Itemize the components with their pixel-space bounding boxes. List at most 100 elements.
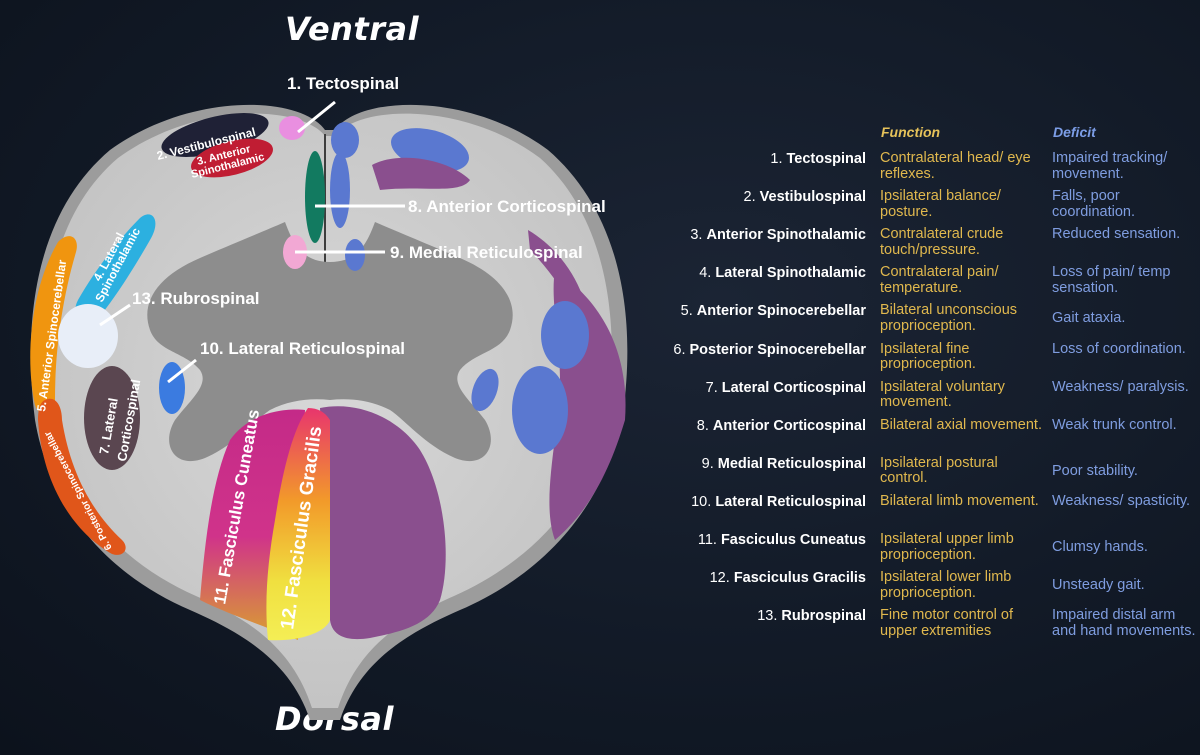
tract-deficit: Clumsy hands. — [1052, 539, 1148, 555]
tract-label: Lateral Reticulospinal — [715, 493, 866, 510]
tract-function: Bilateral axial movement. — [880, 416, 1042, 433]
tract-number: 1. — [770, 151, 783, 167]
tract-name: 5. Anterior Spinocerebellar — [681, 303, 866, 319]
pointer-lines — [99, 100, 405, 384]
label-medial-reticulospinal: 9. Medial Reticulospinal — [390, 243, 583, 262]
tract-deficit: Gait ataxia. — [1052, 310, 1126, 327]
tract-label: Anterior Spinothalamic — [706, 227, 866, 244]
label-anterior-corticospinal: 8. Anterior Corticospinal — [408, 197, 606, 216]
tract-function: Ipsilateral balance/ posture. — [880, 188, 1001, 220]
left-side-tracts — [30, 113, 325, 555]
legend-row: 2. Vestibulospinal Ipsilateral balance/ p… — [640, 188, 1200, 227]
tectospinal-tract — [279, 116, 305, 140]
rubrospinal-tract — [58, 304, 118, 368]
legend-row: 10. Lateral Reticulospinal Bilateral limb… — [640, 492, 1200, 532]
tract-label: Medial Reticulospinal — [717, 455, 866, 472]
tract-name: 8. Anterior Corticospinal — [697, 418, 866, 434]
tract-label: Lateral Spinothalamic — [715, 265, 866, 282]
dorsal-column-right — [320, 406, 446, 640]
tract-label: Fasciculus Gracilis — [733, 570, 866, 587]
deficit-column-header: Deficit — [1053, 124, 1096, 140]
ventral-heading: Ventral — [285, 10, 420, 48]
tract-function: Contralateral head/ eye reflexes. — [880, 150, 1031, 182]
tract-function: Bilateral unconscious proprioception. — [880, 302, 1018, 334]
anterior-spinocerebellar-tract — [30, 236, 77, 415]
tract-name: 10. Lateral Reticulospinal — [691, 494, 866, 510]
legend-row: 13. Rubrospinal Fine motor control of upp… — [640, 607, 1200, 646]
tract-deficit: Impaired tracking/ movement. — [1052, 150, 1168, 182]
legend-row: 3. Anterior Spinothalamic Contralateral c… — [640, 226, 1200, 265]
tract-deficit: Falls, poor coordination. — [1052, 188, 1136, 220]
tract-function: Bilateral limb movement. — [880, 492, 1039, 509]
legend-row: 5. Anterior Spinocerebellar Bilateral unc… — [640, 303, 1200, 341]
tract-number: 2. — [743, 189, 756, 206]
tract-deficit: Reduced sensation. — [1052, 226, 1181, 243]
right-side-tracts — [330, 122, 626, 540]
tract-function: Ipsilateral fine proprioception. — [880, 340, 976, 372]
tract-number: 3. — [690, 227, 703, 244]
tract-label: Rubrospinal — [781, 608, 866, 625]
tract-label: Posterior Spinocerebellar — [689, 341, 866, 358]
legend-row: 7. Lateral Corticospinal Ipsilateral volu… — [640, 378, 1200, 418]
tract-number: 4. — [699, 265, 712, 282]
tract-label: Fasciculus Cuneatus — [720, 532, 866, 548]
lateral-spinothalamic-tract — [75, 214, 156, 325]
tract-function: Ipsilateral lower limb proprioception. — [880, 569, 1012, 601]
legend-row: 4. Lateral Spinothalamic Contralateral pa… — [640, 265, 1200, 303]
tract-number: 7. — [705, 379, 718, 396]
anterior-spinothalamic-tract — [191, 138, 273, 178]
tract-name: 12. Fasciculus Gracilis — [710, 570, 866, 586]
tract-function: Fine motor control of upper extremities — [880, 607, 1013, 639]
posterior-spinocerebellar-tract — [38, 398, 126, 555]
tract-name: 9. Medial Reticulospinal — [702, 456, 866, 472]
legend-row: 1. Tectospinal Contralateral head/ eye re… — [640, 150, 1200, 189]
tract-name: 13. Rubrospinal — [757, 608, 866, 624]
tract-deficit: Weak trunk control. — [1052, 416, 1177, 433]
label-rubrospinal: 13. Rubrospinal — [132, 289, 260, 308]
tract-label: Tectospinal — [786, 151, 867, 167]
tract-deficit: Poor stability. — [1052, 462, 1138, 479]
label-lateral-reticulospinal: 10. Lateral Reticulospinal — [200, 339, 405, 358]
fasciculus-gracilis-shape — [266, 408, 330, 641]
tract-number: 12. — [709, 570, 730, 587]
tract-label: Anterior Corticospinal — [712, 417, 866, 434]
tract-deficit: Loss of pain/ temp sensation. — [1052, 264, 1171, 296]
tract-number: 8. — [696, 417, 709, 434]
spinal-cord-diagram: 1. Tectospinal 8. Anterior Corticospinal… — [30, 74, 628, 721]
tract-deficit: Weakness/ paralysis. — [1052, 378, 1189, 395]
tract-function: Contralateral crude touch/pressure. — [880, 226, 1004, 258]
tract-name: 3. Anterior Spinothalamic — [690, 227, 866, 243]
tract-number: 10. — [691, 493, 712, 510]
anterior-corticospinal-tract — [305, 151, 325, 243]
legend-row: 8. Anterior Corticospinal Bilateral axial… — [640, 416, 1200, 456]
tract-number: 9. — [701, 455, 714, 472]
tract-label: Anterior Spinocerebellar — [696, 303, 866, 320]
tract-number: 5. — [680, 303, 693, 320]
tract-name: 1. Tectospinal — [770, 151, 866, 167]
tract-deficit: Loss of coordination. — [1052, 340, 1186, 357]
legend-row: 12. Fasciculus Gracilis Ipsilateral lower… — [640, 569, 1200, 608]
tract-function: Ipsilateral voluntary movement. — [880, 378, 1005, 411]
legend-row: 9. Medial Reticulospinal Ipsilateral post… — [640, 454, 1200, 494]
function-column-header: Function — [881, 124, 941, 140]
tract-function: Ipsilateral upper limb proprioception. — [880, 531, 1014, 563]
tract-name: 7. Lateral Corticospinal — [706, 380, 866, 396]
tract-name: 4. Lateral Spinothalamic — [699, 265, 866, 281]
tract-label: Vestibulospinal — [759, 189, 866, 206]
tract-number: 6. — [673, 341, 686, 358]
tract-function: Ipsilateral postural control. — [880, 454, 998, 487]
lateral-corticospinal-tract — [84, 366, 140, 470]
tract-function: Contralateral pain/ temperature. — [880, 264, 999, 296]
tract-number: 13. — [757, 608, 778, 625]
legend-row: 11. Fasciculus Cuneatus Ipsilateral upper… — [640, 531, 1200, 570]
vestibulospinal-tract — [161, 113, 269, 157]
tract-deficit: Weakness/ spasticity. — [1052, 492, 1191, 509]
tract-deficit: Unsteady gait. — [1052, 577, 1145, 594]
grey-matter — [147, 222, 513, 462]
tract-name: 11. Fasciculus Cuneatus — [698, 532, 866, 548]
legend-row: 6. Posterior Spinocerebellar Ipsilateral … — [640, 340, 1200, 380]
tract-number: 11. — [697, 532, 717, 548]
tract-name: 2. Vestibulospinal — [744, 189, 866, 205]
label-tectospinal: 1. Tectospinal — [287, 74, 399, 93]
